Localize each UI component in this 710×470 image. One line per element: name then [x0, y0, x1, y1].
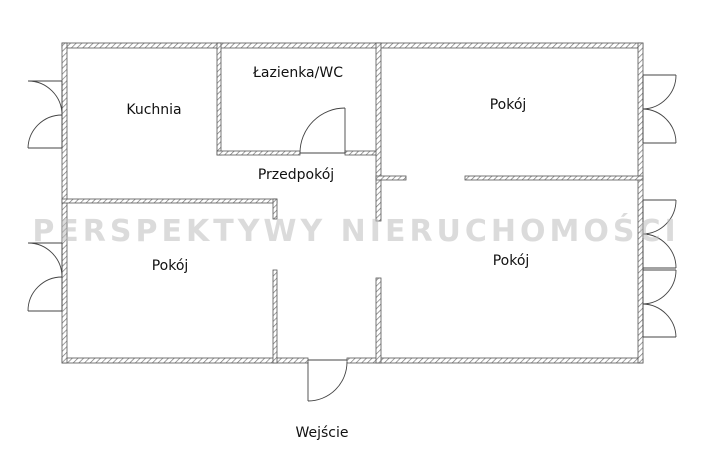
- label-room-left: Pokój: [151, 258, 189, 274]
- label-bathroom: Łazienka/WC: [253, 65, 343, 81]
- label-room-top-right: Pokój: [489, 97, 527, 113]
- wall-kitchen-room: [61, 198, 278, 204]
- watermark: PERSPEKTYWY NIERUCHOMOŚCI: [32, 214, 680, 249]
- wall-room-left-upper: [272, 198, 278, 220]
- label-hallway: Przedpokój: [257, 167, 335, 183]
- label-entrance: Wejście: [295, 425, 349, 441]
- label-room-bottom-right: Pokój: [492, 253, 530, 269]
- wall-rooms-right-a: [375, 175, 407, 181]
- right-lower-window-1-icon: [642, 199, 677, 269]
- wall-rooms-right-b: [464, 175, 644, 181]
- wall-top: [61, 42, 644, 49]
- wall-bath-bottom-b: [344, 150, 381, 156]
- walls: [61, 42, 644, 364]
- wall-bath-bottom-a: [216, 150, 301, 156]
- bathroom-door-icon: [299, 107, 346, 154]
- right-lower-window-2-icon: [642, 200, 677, 338]
- wall-center-upper: [375, 42, 382, 222]
- wall-bottom-right: [346, 357, 644, 364]
- label-kitchen: Kuchnia: [126, 102, 182, 118]
- right-top-window-icon: [642, 74, 677, 144]
- wall-room-left-lower: [272, 269, 278, 364]
- wall-center-lower: [375, 277, 382, 364]
- left-room-window-icon: [27, 242, 63, 312]
- wall-bottom-left: [61, 357, 309, 364]
- kitchen-window-icon: [27, 80, 63, 149]
- entrance-door-icon: [307, 359, 348, 402]
- wall-kitchen-bath: [216, 42, 222, 156]
- wall-right: [637, 42, 644, 364]
- doors-windows: [27, 74, 677, 402]
